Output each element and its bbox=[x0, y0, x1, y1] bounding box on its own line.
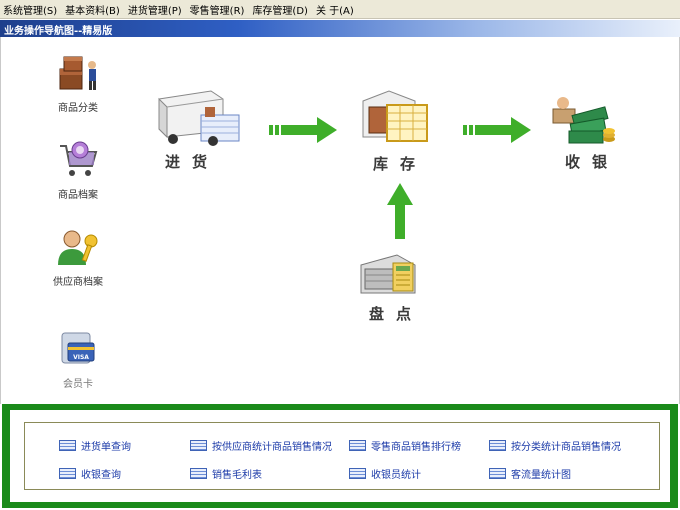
credit-card-icon: VISA bbox=[61, 332, 95, 364]
report-link-label: 进货单查询 bbox=[81, 442, 131, 453]
person-key-icon bbox=[58, 230, 98, 265]
report-link-label: 客流量统计图 bbox=[511, 470, 571, 481]
goods-shortcut[interactable]: 商品档案 bbox=[48, 140, 108, 201]
supplier-label: 供应商档案 bbox=[53, 277, 103, 288]
cashier-label: 收银 bbox=[565, 153, 620, 171]
report-link-category-sales[interactable]: 按分类统计商品销售情况 bbox=[489, 438, 621, 453]
stocktake-node[interactable]: 盘点 bbox=[357, 247, 437, 339]
cash-register-icon bbox=[360, 254, 416, 294]
inventory-label: 库存 bbox=[373, 155, 428, 173]
warehouse-icon bbox=[362, 90, 428, 142]
table-icon bbox=[489, 468, 506, 479]
reports-panel-inner: 进货单查询 按供应商统计商品销售情况 零售商品销售排行榜 按分类统计商品销售情况… bbox=[10, 410, 670, 502]
shopping-cart-icon bbox=[60, 141, 98, 176]
table-icon bbox=[349, 468, 366, 479]
delivery-truck-icon bbox=[158, 90, 240, 146]
report-link-label: 收银员统计 bbox=[371, 470, 421, 481]
table-icon bbox=[190, 440, 207, 451]
member-card-label: 会员卡 bbox=[63, 379, 93, 390]
svg-text:VISA: VISA bbox=[73, 354, 89, 361]
menu-inventory[interactable]: 库存管理(D) bbox=[252, 5, 308, 17]
member-card-shortcut[interactable]: VISA 会员卡 bbox=[48, 329, 108, 390]
menu-purchase[interactable]: 进货管理(P) bbox=[127, 5, 182, 17]
purchase-node[interactable]: 进货 bbox=[153, 85, 245, 175]
report-link-cashier-stats[interactable]: 收银员统计 bbox=[349, 466, 421, 481]
arrow-right-icon bbox=[269, 117, 337, 143]
report-link-label: 收银查询 bbox=[81, 470, 121, 481]
page-title-bar: 业务操作导航图--精易版 bbox=[0, 20, 680, 37]
menu-system[interactable]: 系统管理(S) bbox=[3, 5, 58, 17]
inventory-node[interactable]: 库存 bbox=[359, 85, 439, 177]
report-link-supplier-sales[interactable]: 按供应商统计商品销售情况 bbox=[190, 438, 332, 453]
table-icon bbox=[59, 440, 76, 451]
table-icon bbox=[349, 440, 366, 451]
report-link-purchase-query[interactable]: 进货单查询 bbox=[59, 438, 131, 453]
menu-basic-data[interactable]: 基本资料(B) bbox=[65, 5, 120, 17]
arrow-up-icon bbox=[387, 183, 413, 239]
stocktake-label: 盘点 bbox=[369, 305, 424, 323]
report-link-cashier-query[interactable]: 收银查询 bbox=[59, 466, 121, 481]
money-stack-icon bbox=[552, 97, 615, 144]
category-shortcut[interactable]: 商品分类 bbox=[48, 55, 108, 114]
arrow-right-icon bbox=[463, 117, 531, 143]
reports-panel: 进货单查询 按供应商统计商品销售情况 零售商品销售排行榜 按分类统计商品销售情况… bbox=[2, 404, 678, 508]
table-icon bbox=[59, 468, 76, 479]
reports-links-box: 进货单查询 按供应商统计商品销售情况 零售商品销售排行榜 按分类统计商品销售情况… bbox=[24, 422, 660, 490]
cashier-node[interactable]: 收银 bbox=[549, 91, 629, 181]
report-link-traffic-chart[interactable]: 客流量统计图 bbox=[489, 466, 571, 481]
category-label: 商品分类 bbox=[58, 103, 98, 114]
boxes-icon bbox=[59, 56, 96, 90]
purchase-label: 进货 bbox=[165, 153, 220, 171]
table-icon bbox=[190, 468, 207, 479]
menu-about[interactable]: 关 于(A) bbox=[315, 5, 354, 17]
supplier-shortcut[interactable]: 供应商档案 bbox=[45, 227, 111, 288]
menu-retail[interactable]: 零售管理(R) bbox=[189, 5, 245, 17]
report-link-retail-ranking[interactable]: 零售商品销售排行榜 bbox=[349, 438, 461, 453]
navigation-canvas: 商品分类 商品档案 供应商档案 VISA 会员卡 bbox=[0, 37, 680, 404]
page-title: 业务操作导航图--精易版 bbox=[4, 26, 113, 37]
report-link-label: 销售毛利表 bbox=[212, 470, 262, 481]
table-icon bbox=[489, 440, 506, 451]
report-link-label: 按供应商统计商品销售情况 bbox=[212, 442, 332, 453]
report-link-label: 零售商品销售排行榜 bbox=[371, 442, 461, 453]
report-link-gross-profit[interactable]: 销售毛利表 bbox=[190, 466, 262, 481]
goods-label: 商品档案 bbox=[58, 190, 98, 201]
report-link-label: 按分类统计商品销售情况 bbox=[511, 442, 621, 453]
menu-bar: 系统管理(S) 基本资料(B) 进货管理(P) 零售管理(R) 库存管理(D) … bbox=[0, 0, 680, 19]
